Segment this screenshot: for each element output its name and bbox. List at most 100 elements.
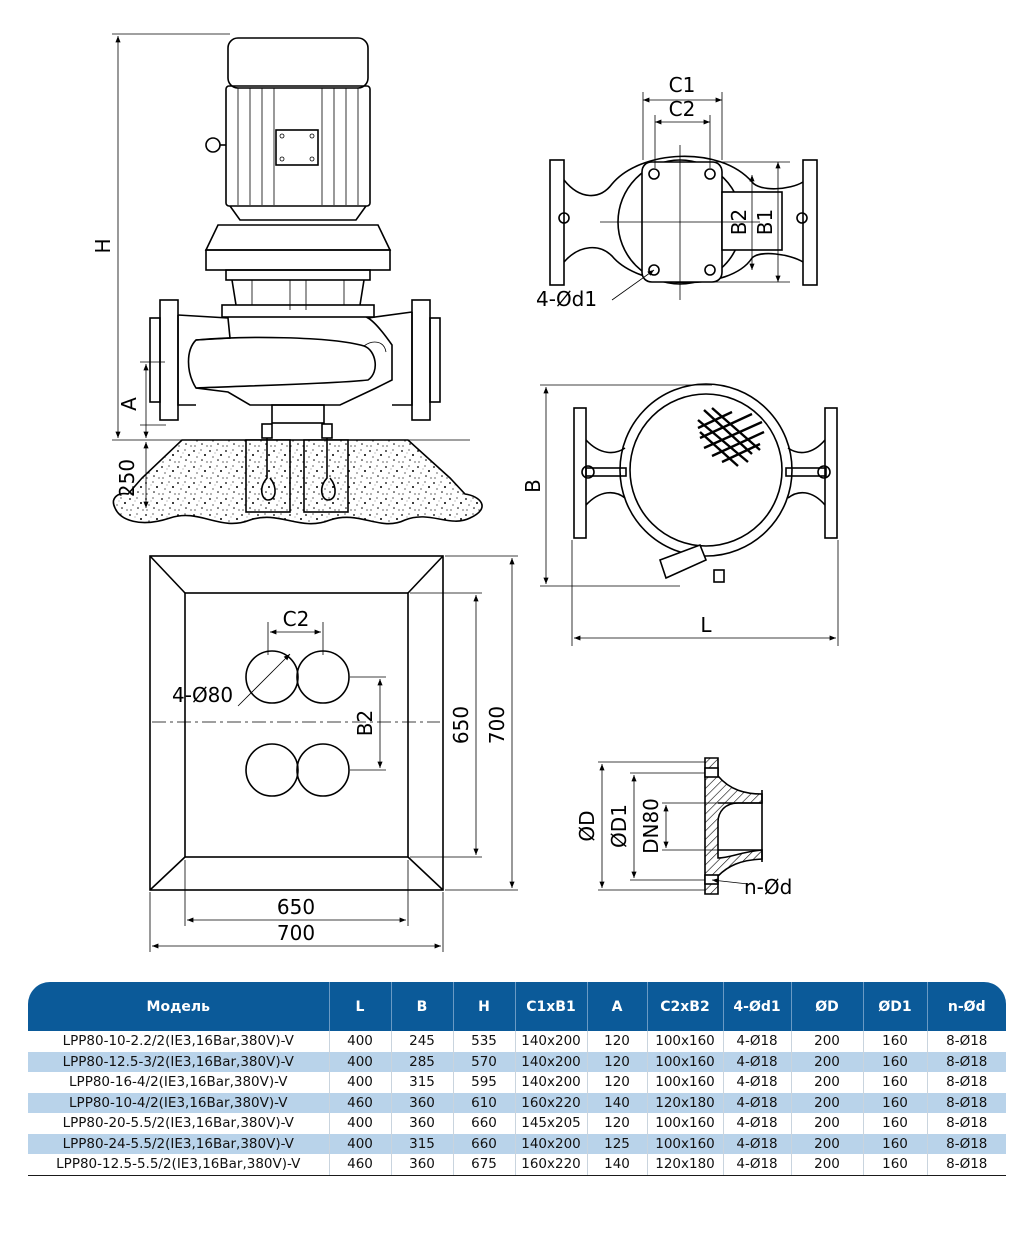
table-cell: 4-Ø18 [723,1133,792,1154]
dim-700-v: 700 [485,706,509,744]
table-cell: 160x220 [515,1154,588,1176]
table-cell: 140x200 [515,1031,588,1052]
dim-650-v: 650 [449,706,473,744]
table-cell: 8-Ø18 [946,1115,988,1132]
table-cell: 4-Ø18 [723,1092,792,1113]
table-cell: 460 [329,1154,392,1176]
table-cell: 675 [453,1154,516,1176]
table-cell: 8-Ø18 [927,1154,1006,1176]
model-cell: LPP80-24-5.5/2(IE3,16Bar,380V)-V [28,1133,330,1154]
table-cell: 160 [863,1072,928,1093]
table-cell: 595 [453,1072,516,1093]
table-cell: 100x160 [647,1072,724,1093]
table-cell: 120 [587,1031,648,1052]
col-header: Модель [28,982,330,1031]
table-cell: 360 [391,1092,454,1113]
base-plan [149,555,518,952]
dim-h: H [91,238,115,253]
table-cell: 360 [391,1154,454,1176]
table-cell: 140x200 [515,1133,588,1154]
table-cell: 200 [791,1154,864,1176]
col-header: ØD1 [863,982,928,1031]
dim-l: L [700,613,712,637]
table-cell: 660 [453,1113,516,1134]
table-cell: 100x160 [647,1113,724,1134]
table-cell: 660 [453,1133,516,1154]
table-cell: 315 [391,1133,454,1154]
col-header: A [587,982,648,1031]
pump-top-view [549,92,818,301]
table-cell: 200 [791,1133,864,1154]
table-cell: 200 [791,1072,864,1093]
dim-4d1: 4-Ød1 [536,287,597,311]
table-cell: 140x200 [515,1051,588,1072]
dim-dn80: DN80 [639,798,663,854]
table-cell: 120x180 [647,1154,724,1176]
dim-od: ØD [575,810,599,841]
table-cell: 120 [587,1113,648,1134]
col-header: n-Ød [927,982,1006,1031]
table-cell: 570 [453,1051,516,1072]
table-cell: 8-Ø18 [927,1051,1006,1072]
spec-table: Модель L B H C1xB1 A C2xB2 4-Ød1 ØD ØD1 … [28,982,1006,1176]
dim-700-h: 700 [277,921,315,945]
table-header-row: Модель L B H C1xB1 A C2xB2 4-Ød1 ØD ØD1 … [28,982,1006,1031]
dim-b2-base: B2 [353,710,377,736]
col-header: C1xB1 [515,982,588,1031]
table-cell: 285 [391,1051,454,1072]
dim-250: 250 [115,459,139,497]
table-cell: 100x160 [647,1031,724,1052]
col-header: B [391,982,454,1031]
table-cell: 200 [791,1031,864,1052]
table-cell: 140x200 [515,1072,588,1093]
model-cell: LPP80-10-2.2/2(IE3,16Bar,380V)-V [28,1031,330,1052]
col-header: 4-Ød1 [723,982,792,1031]
technical-drawing: H A 250 C1 C2 B2 B1 4-Ød1 [91,33,839,952]
table-cell: 160x220 [515,1092,588,1113]
table-cell: 460 [329,1092,392,1113]
table-cell: 160 [863,1154,928,1176]
col-header: L [329,982,392,1031]
dim-nod: n-Ød [744,875,792,899]
table-cell: 160 [863,1031,928,1052]
table-cell: 160 [863,1051,928,1072]
table-cell: 4-Ø18 [723,1031,792,1052]
col-header: ØD [791,982,864,1031]
table-cell: 4-Ø18 [723,1051,792,1072]
table-cell: 8-Ø18 [946,1074,988,1091]
flange-section [598,757,763,895]
table-cell: 160 [863,1133,928,1154]
table-cell: 200 [791,1113,864,1134]
table-cell: 4-Ø18 [723,1154,792,1176]
table-cell: 400 [329,1031,392,1052]
dim-4-80: 4-Ø80 [172,683,233,707]
table-cell: 610 [453,1092,516,1113]
dim-b-side: B [521,479,545,493]
dim-b1-top: B1 [753,209,777,235]
table-cell: 400 [329,1133,392,1154]
table-cell: 400 [329,1051,392,1072]
table-cell: 140 [587,1092,648,1113]
dim-650-h: 650 [277,895,315,919]
model-cell: LPP80-10-4/2(IE3,16Bar,380V)-V [28,1092,330,1113]
pump-front-view [112,33,483,525]
model-cell: LPP80-12.5-5.5/2(IE3,16Bar,380V)-V [28,1154,330,1176]
table-cell: 400 [329,1072,392,1093]
table-cell: 120 [587,1072,648,1093]
col-header: C2xB2 [647,982,724,1031]
spec-table-container: Модель L B H C1xB1 A C2xB2 4-Ød1 ØD ØD1 … [28,982,1006,1176]
table-cell: 160 [863,1092,928,1113]
table-cell: 125 [587,1133,648,1154]
table-cell: 4-Ø18 [723,1072,792,1093]
table-cell: 120x180 [647,1092,724,1113]
dim-c2-top: C2 [669,97,696,121]
table-cell: 8-Ø18 [927,1092,1006,1113]
dim-od1: ØD1 [607,804,631,848]
table-cell: 100x160 [647,1133,724,1154]
